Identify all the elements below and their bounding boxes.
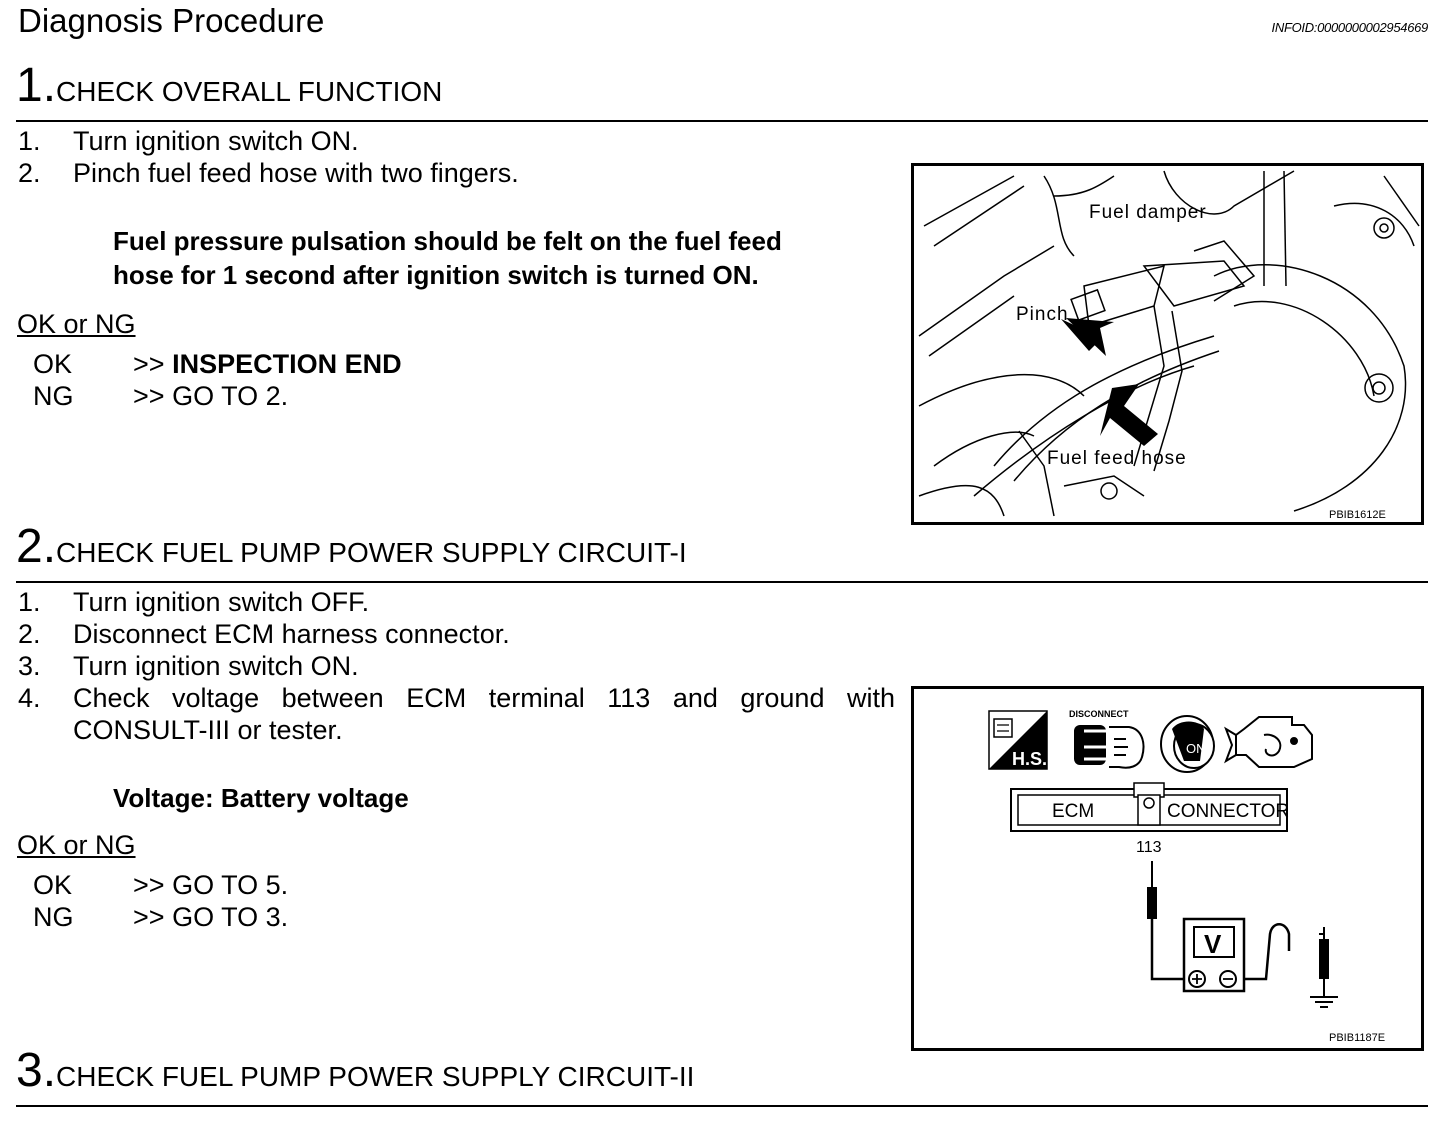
step-1-result-ng: NG >> GO TO 2. [33,381,289,411]
fuel-feed-hose-label: Fuel feed hose [1047,448,1187,469]
step-2-instruction-continued: CONSULT-III or tester. [73,715,343,745]
step-2-number: 2. [16,520,57,573]
voltage-check-diagram: H.S. DISCONNECT ON [988,709,1385,1044]
step-1-number: 1. [16,59,57,112]
step-2-ok-ng-label: OK or NG [17,830,136,860]
harness-sign-icon: H.S. [988,710,1048,770]
svg-text:ON: ON [1186,741,1206,756]
svg-text:H.S.: H.S. [1012,749,1047,769]
step-3-divider [16,1105,1428,1107]
voltmeter-v-label: V [1204,929,1222,959]
step-2-result-ok: OK >> GO TO 5. [33,870,289,900]
step-3-number: 3. [16,1044,57,1097]
step-3-heading: 3.CHECK FUEL PUMP POWER SUPPLY CIRCUIT-I… [16,1043,694,1098]
fuel-damper-figure: Fuel damper Pinch Fuel feed hose PBIB161… [911,163,1424,525]
ecm-label: ECM [1052,801,1094,822]
go-to-2-link[interactable]: GO TO 2. [172,381,289,411]
figure-code: PBIB1187E [1329,1032,1385,1044]
step-2-instruction: 2. Disconnect ECM harness connector. [18,619,510,649]
go-to-3-link[interactable]: GO TO 3. [172,902,289,932]
step-2-instruction: 1. Turn ignition switch OFF. [18,587,370,617]
ecm-connector: ECM CONNECTOR [1010,782,1289,832]
step-1-spec-line: hose for 1 second after ignition switch … [113,260,759,290]
step-1-title: CHECK OVERALL FUNCTION [56,76,443,107]
step-1-divider [16,120,1428,122]
step-1-ok-ng-label: OK or NG [17,309,136,339]
voltage-check-figure: H.S. DISCONNECT ON [911,686,1424,1051]
step-2-instruction: 4. Check voltage between ECM terminal 11… [18,683,895,713]
engine-bay-illustration: Fuel damper Pinch Fuel feed hose PBIB161… [918,170,1420,521]
voltmeter-icon: V [1182,917,1246,993]
go-to-5-link[interactable]: GO TO 5. [172,870,289,900]
step-3-title: CHECK FUEL PUMP POWER SUPPLY CIRCUIT-II [56,1061,695,1092]
connector-label: CONNECTOR [1167,801,1289,822]
fuel-damper-label: Fuel damper [1089,202,1207,223]
step-2-result-ng: NG >> GO TO 3. [33,902,289,932]
tester-probes [1147,861,1338,1008]
inspection-end-link[interactable]: INSPECTION END [172,349,402,379]
page-title: Diagnosis Procedure [18,2,325,39]
disconnect-icon: DISCONNECT [1069,709,1145,769]
engine-icon [1224,716,1313,768]
step-1-spec-line: Fuel pressure pulsation should be felt o… [113,226,782,256]
figure-code: PBIB1612E [1329,509,1386,521]
pinch-arrow-bottom-icon [1100,384,1158,446]
step-2-heading: 2.CHECK FUEL PUMP POWER SUPPLY CIRCUIT-I [16,519,687,574]
step-2-title: CHECK FUEL PUMP POWER SUPPLY CIRCUIT-I [56,537,687,568]
pinch-label: Pinch [1016,304,1069,325]
ignition-on-icon: ON [1160,715,1215,773]
info-id: INFOID:0000000002954669 [1271,20,1429,35]
svg-text:DISCONNECT: DISCONNECT [1069,709,1129,719]
step-2-instruction: 3. Turn ignition switch ON. [18,651,359,681]
step-1-instruction: 1. Turn ignition switch ON. [18,126,359,156]
step-1-result-ok: OK >> INSPECTION END [33,349,402,379]
step-1-heading: 1.CHECK OVERALL FUNCTION [16,58,442,113]
terminal-113-label: 113 [1136,839,1162,856]
step-2-divider [16,581,1428,583]
step-1-instruction: 2. Pinch fuel feed hose with two fingers… [18,158,519,188]
step-2-spec-line: Voltage: Battery voltage [113,783,409,813]
